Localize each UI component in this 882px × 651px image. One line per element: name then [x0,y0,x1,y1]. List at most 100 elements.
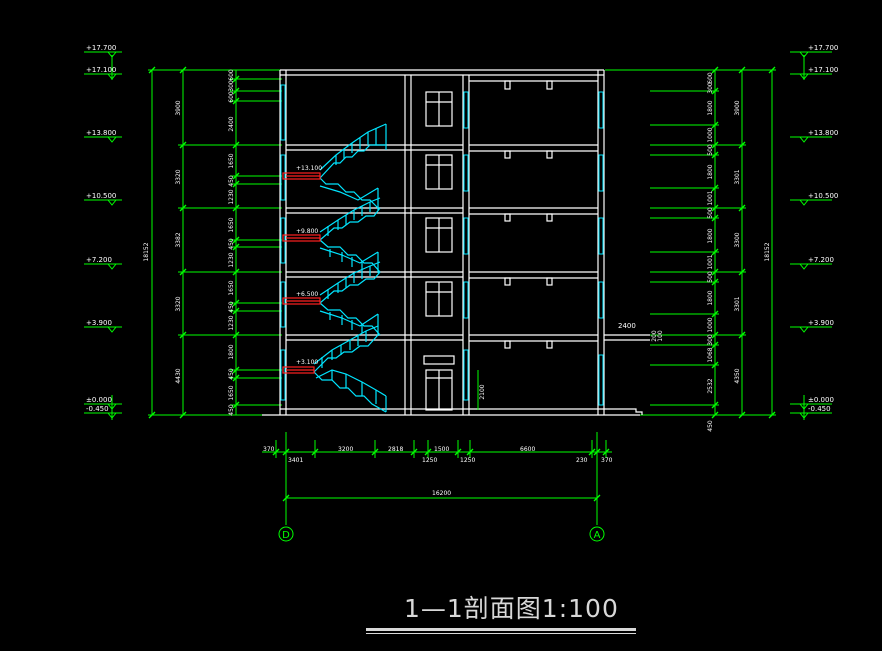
right-outer-dims: 18152 3900 3301 3300 3301 4350 [734,100,771,383]
level-left-7: -0.450 [86,405,109,413]
right-inner-dim-3: 500 [707,144,714,156]
right-inner-dim-5: 1800 [707,164,714,179]
bottom-dim-8: 230 [576,457,588,464]
left-inner-dim-3: 2400 [228,116,235,131]
landing-label-3: +3.100 [296,359,318,366]
bottom-dim-6: 1250 [460,457,475,464]
bottom-dim-0: 370 [263,446,275,453]
left-inner-dim-11: 450 [228,301,235,313]
right-inner-dim-7: 1001 [707,190,714,205]
right-outer-dim-0: 3900 [734,100,741,115]
right-inner-dim-15: 2532 [707,378,714,393]
level-left-3: +10.500 [86,192,116,200]
title-underline-thick [366,628,636,631]
left-outer-dim-1: 3320 [175,169,182,184]
right-inner-dim-12: 300 [707,334,714,346]
bottom-dim-3: 2818 [388,446,403,453]
right-inner-dims: 600 300 1800 500 1000 1800 500 1001 1800… [707,72,714,432]
misc-annotations: 2100 2400 200 100 [477,322,664,410]
right-inner-dim-2: 1800 [707,100,714,115]
right-dim-ticks [711,66,776,419]
right-inner-dim-16: 450 [707,420,714,432]
level-right-4: +7.200 [808,256,834,264]
left-outer-dim-4: 4430 [175,368,182,383]
bottom-dim-7: 6600 [520,446,535,453]
left-outer-dim-0: 3900 [175,100,182,115]
level-right-2: +13.800 [808,129,838,137]
left-inner-dim-14: 450 [228,368,235,380]
level-left-2: +13.800 [86,129,116,137]
level-left-6: ±0.000 [86,396,112,404]
drawing-title: 1—1剖面图1:100 [404,594,619,623]
canopy-small-b: 100 [657,330,664,342]
right-inner-dim-13: 1000 [707,317,714,332]
left-inner-dim-4: 1650 [228,153,235,168]
landing-label-0: +13.100 [296,165,322,172]
canopy-width-dim: 2400 [618,322,636,330]
level-right-0: +17.700 [808,44,838,52]
level-left-1: +17.100 [86,66,116,74]
axis-label-a: A [594,530,601,541]
level-left-5: +3.900 [86,319,112,327]
right-outer-dim-4: 4350 [734,368,741,383]
bottom-dimension-lines [262,432,612,542]
left-inner-dim-2: 600 [228,91,235,103]
landing-labels: +13.100 +9.800 +6.500 +3.100 [296,165,322,366]
bottom-dim-4: 1500 [434,446,449,453]
level-right-6: ±0.000 [808,396,834,404]
building-structure [262,69,650,416]
left-inner-dim-15: 1650 [228,385,235,400]
level-right-5: +3.900 [808,319,834,327]
right-inner-dim-9: 500 [707,271,714,283]
right-dimension-lines [605,51,832,420]
right-inner-dim-11: 1800 [707,290,714,305]
right-inner-dim-14: 1068 [707,347,714,362]
landing-label-1: +9.800 [296,228,318,235]
left-inner-dim-0: 600 [228,69,235,81]
left-inner-dim-16: 450 [228,404,235,416]
canopy-small-a: 200 [651,330,658,342]
overall-width-dim: 16200 [432,490,451,497]
left-inner-dim-8: 450 [228,238,235,250]
left-inner-dim-12: 1230 [228,315,235,330]
right-inner-dim-10: 1001 [707,254,714,269]
left-level-labels: +17.700 +17.100 +13.800 +10.500 +7.200 +… [86,44,116,413]
left-outer-dims: 18152 3900 3320 3382 3320 4430 [143,100,182,383]
left-outer-dim-2: 3382 [175,232,182,247]
right-outer-dim-2: 3300 [734,232,741,247]
left-inner-dim-6: 1230 [228,189,235,204]
door-height-dim: 2100 [479,384,486,399]
bottom-dim-2: 3200 [338,446,353,453]
level-right-7: -0.450 [808,405,831,413]
left-dim-ticks [148,66,240,419]
title-underline-thin [366,633,636,634]
left-inner-dims: 600 300 600 2400 1650 450 1230 1650 450 … [228,69,235,416]
left-outer-dim-3: 3320 [175,296,182,311]
level-right-3: +10.500 [808,192,838,200]
level-right-1: +17.100 [808,66,838,74]
landing-label-2: +6.500 [296,291,318,298]
level-left-4: +7.200 [86,256,112,264]
right-inner-dim-6: 500 [707,207,714,219]
left-total-dim: 18152 [143,242,150,261]
left-inner-dim-10: 1650 [228,280,235,295]
bottom-dim-ticks [272,448,610,502]
left-inner-dim-13: 1800 [228,344,235,359]
right-inner-dim-4: 1000 [707,127,714,142]
right-level-labels: +17.700 +17.100 +13.800 +10.500 +7.200 +… [808,44,838,413]
staircase [313,123,387,413]
right-inner-dim-0: 600 [707,72,714,84]
outer-windows [280,84,604,406]
bottom-dim-1: 3401 [288,457,303,464]
level-left-0: +17.700 [86,44,116,52]
stair-landings [282,172,321,374]
right-outer-dim-1: 3301 [734,169,741,184]
left-inner-dim-7: 1650 [228,217,235,232]
right-outer-dim-3: 3301 [734,296,741,311]
right-total-dim: 18152 [764,242,771,261]
left-dimension-lines [84,51,282,420]
left-inner-dim-5: 450 [228,175,235,187]
left-inner-dim-1: 300 [228,80,235,92]
left-inner-dim-9: 1230 [228,252,235,267]
bottom-dim-9: 370 [601,457,613,464]
